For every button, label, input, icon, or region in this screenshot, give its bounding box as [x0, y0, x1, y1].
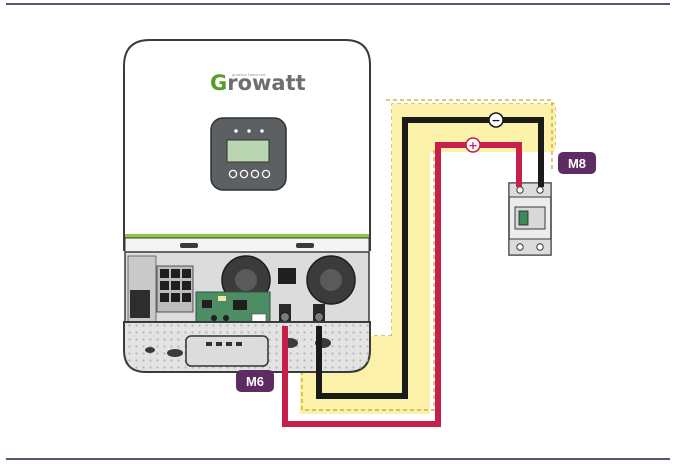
panel-button-4: [261, 169, 271, 179]
panel-button-3: [250, 169, 260, 179]
wiring-compartment: [124, 251, 370, 325]
growatt-logo: Growatt growing tomorrow: [210, 71, 306, 95]
top-rule: [6, 3, 670, 5]
transformer-right: [306, 255, 356, 305]
m8-tag: M8: [558, 152, 596, 174]
negative-cable: [316, 117, 544, 399]
positive-symbol: +: [468, 139, 477, 152]
logo-tagline: growing tomorrow: [232, 73, 266, 77]
inverter: Growatt growing tomorrow: [123, 39, 371, 373]
display-panel: [210, 117, 287, 191]
control-board: [195, 291, 271, 325]
m8-label: M8: [568, 156, 586, 171]
bottom-cover: [123, 321, 371, 373]
positive-cable: [282, 142, 522, 427]
bottom-rule: [6, 458, 670, 460]
panel-button-2: [239, 169, 249, 179]
relay-block: [156, 265, 194, 313]
cable-gland-plate: [185, 335, 269, 367]
m6-tag: M6: [236, 370, 274, 392]
panel-button-1: [228, 169, 238, 179]
logo-initial: G: [210, 71, 227, 95]
positive-marker: +: [465, 137, 481, 153]
negative-symbol: −: [491, 114, 500, 127]
logo-rest: rowatt: [227, 71, 305, 95]
svg-text:Growatt: Growatt: [210, 71, 306, 95]
negative-marker: −: [488, 112, 504, 128]
m6-label: M6: [246, 374, 264, 389]
dc-breaker: [508, 182, 552, 256]
accent-stripe: [125, 234, 369, 238]
breaker-switch: [518, 210, 529, 226]
lcd-screen: [226, 139, 270, 163]
